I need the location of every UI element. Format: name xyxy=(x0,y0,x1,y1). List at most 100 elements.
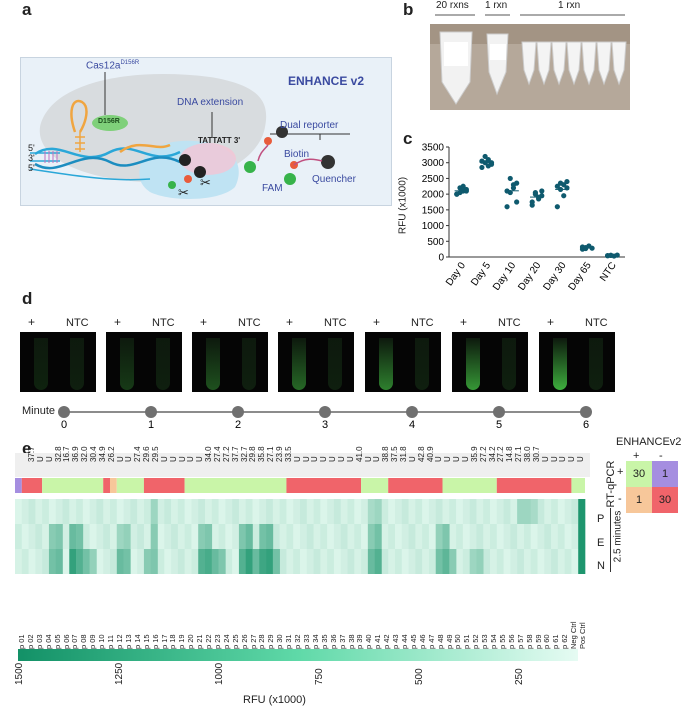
ct-value: U xyxy=(576,456,586,462)
heatmap-cell xyxy=(313,549,321,574)
contingency-col-plus: + xyxy=(633,450,640,462)
scatter-y-tick-label: 1500 xyxy=(422,205,445,216)
scatter-point xyxy=(529,199,535,205)
cell-false-positive: 1 xyxy=(652,461,678,487)
scatter-point xyxy=(460,183,466,189)
heatmap-cell xyxy=(333,524,342,549)
fluorescence-tube-image xyxy=(192,332,268,392)
ntc-tube-glow xyxy=(242,338,256,390)
cas12a-label: Cas12aD156R xyxy=(86,60,139,71)
heatmap-cell-hot xyxy=(143,549,152,574)
heatmap-cell xyxy=(259,499,267,524)
contingency-row-minus: - xyxy=(618,493,622,505)
sample-label: p 57 xyxy=(515,634,525,649)
ct-value: 34.0 xyxy=(204,446,214,462)
sample-label: Neg Ctrl xyxy=(569,621,579,649)
heatmap-cell xyxy=(415,524,423,549)
scatter-point xyxy=(583,245,589,252)
heatmap-cell xyxy=(510,549,518,574)
scatter-y-tick-label: 0 xyxy=(438,253,444,264)
ct-value: U xyxy=(35,456,45,462)
heatmap-cell xyxy=(483,549,491,574)
svg-text:✂: ✂ xyxy=(178,185,189,200)
biotin-label: Biotin xyxy=(284,149,310,160)
row-bracket xyxy=(610,508,611,572)
heatmap-cell-hot xyxy=(48,549,57,574)
heatmap-cell xyxy=(551,499,559,524)
heatmap-cell xyxy=(306,549,314,574)
ct-value: 37.7 xyxy=(27,446,36,462)
ct-value: U xyxy=(319,456,329,462)
heatmap-cell-hot xyxy=(530,499,538,524)
heatmap-cell xyxy=(503,549,511,574)
quencher-label: Quencher xyxy=(312,174,356,185)
heatmap-cell-hot xyxy=(238,549,247,574)
sample-label: p 35 xyxy=(319,634,329,649)
heatmap-cell xyxy=(232,524,240,549)
scatter-x-tick-label: Day 65 xyxy=(567,260,594,290)
heatmap-cell xyxy=(401,524,409,549)
sample-label: Pos Ctrl xyxy=(578,622,588,649)
heatmap-cell xyxy=(96,549,104,574)
timepoint-ntc-label: NTC xyxy=(498,317,521,329)
heatmap-cell xyxy=(408,499,416,524)
label-1-rxn-strip: 1 rxn xyxy=(558,0,581,11)
timepoint-plus-label: + xyxy=(286,315,294,329)
heatmap-cell-hot xyxy=(266,549,274,574)
sample-label: p 03 xyxy=(34,634,44,649)
timeline-minute-label: 4 xyxy=(409,419,415,428)
heatmap-cell xyxy=(313,499,321,524)
heatmap-cell-hot xyxy=(252,549,260,574)
sample-label: p 24 xyxy=(221,634,231,649)
sample-label: p 36 xyxy=(328,634,338,649)
heatmap-cell xyxy=(333,549,342,574)
heatmap-cell xyxy=(205,499,213,524)
panel-label-e: e xyxy=(22,439,32,458)
ct-value: 27.1 xyxy=(266,446,276,462)
heatmap-cell-hot xyxy=(578,499,586,524)
tubes-photo xyxy=(430,14,630,110)
timeline-marker xyxy=(58,406,70,418)
heatmap-cell xyxy=(537,549,545,574)
heatmap-cell xyxy=(232,549,240,574)
heatmap-cell xyxy=(279,524,287,549)
scatter-y-tick-label: 2500 xyxy=(422,174,445,185)
heatmap-cell xyxy=(157,499,165,524)
heatmap-cell xyxy=(28,549,36,574)
timeline-marker xyxy=(145,406,157,418)
colorbar-tick-label: 1500 xyxy=(14,662,25,685)
ntc-tube-glow xyxy=(70,338,84,390)
heatmap-cell xyxy=(537,499,545,524)
heatmap-cell xyxy=(551,524,559,549)
fluorescence-tube-image xyxy=(20,332,96,392)
sample-label: p 13 xyxy=(123,634,133,649)
heatmap-cell xyxy=(28,499,36,524)
heatmap-cell xyxy=(415,499,423,524)
scatter-point xyxy=(482,153,488,160)
heatmap-cell-hot xyxy=(205,549,213,574)
heatmap-cell xyxy=(571,549,579,574)
heatmap-cell xyxy=(21,499,29,524)
heatmap-cell-hot xyxy=(150,499,158,524)
heatmap-cell xyxy=(218,499,226,524)
heatmap-cell xyxy=(306,524,314,549)
heatmap-cell-hot xyxy=(374,549,382,574)
heatmap-cell-hot xyxy=(367,499,375,524)
heatmap-cell-hot xyxy=(116,549,124,574)
heatmap-cell xyxy=(225,549,233,574)
heatmap-cell xyxy=(544,524,552,549)
ct-value: U xyxy=(168,456,178,462)
heatmap-cell xyxy=(462,499,470,524)
sample-label: p 31 xyxy=(284,634,294,649)
heatmap-cell-hot xyxy=(523,499,532,524)
status-segment xyxy=(442,478,497,493)
heatmap-cell xyxy=(293,549,301,574)
heatmap-cell xyxy=(523,549,532,574)
heatmap-cell xyxy=(69,499,77,524)
status-segment xyxy=(571,478,585,493)
heatmap-cell xyxy=(35,499,43,524)
heatmap-cell xyxy=(320,499,328,524)
heatmap-cell xyxy=(537,524,545,549)
heatmap-cell xyxy=(225,524,233,549)
heatmap-cell xyxy=(347,549,355,574)
